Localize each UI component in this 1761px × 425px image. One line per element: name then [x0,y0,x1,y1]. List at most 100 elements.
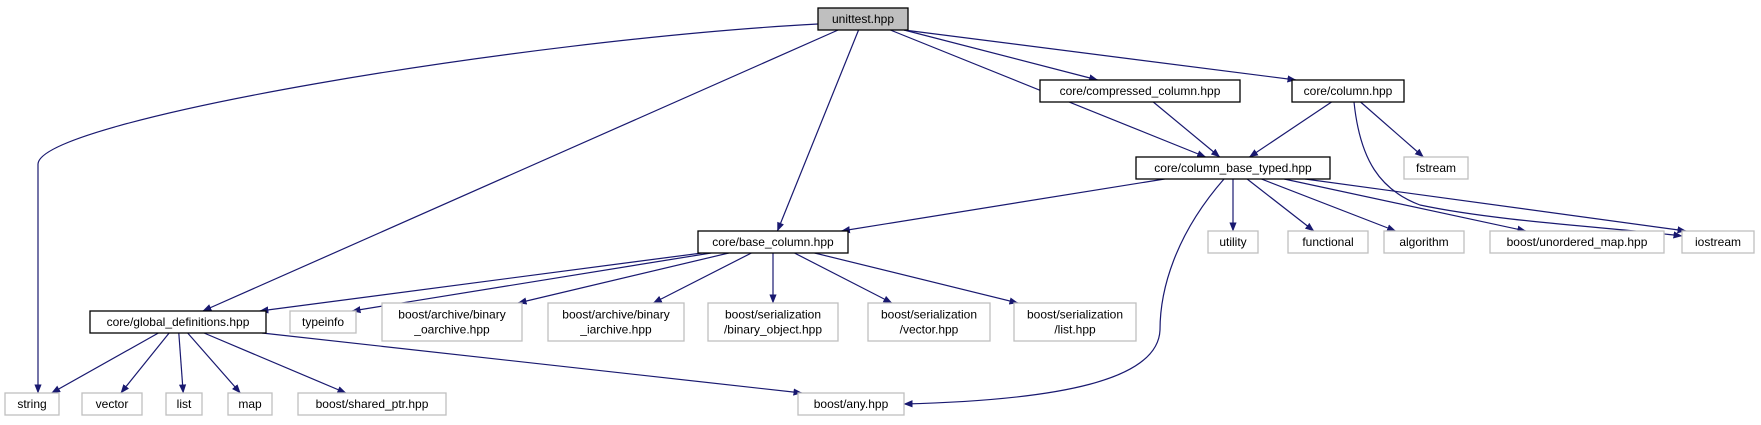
node-label-any: boost/any.hpp [814,397,889,411]
node-box-umap [1489,230,1665,254]
node-label-binobj-line1: boost/serialization [725,308,821,322]
node-algorithm: algorithm [1383,230,1465,254]
node-any: boost/any.hpp [797,392,905,416]
edge-cbt-to-umap [1284,178,1527,233]
node-label-oarchive-line2: _oarchive.hpp [413,323,490,337]
node-box-servec [867,302,991,342]
node-label-basecol: core/base_column.hpp [712,235,834,249]
node-iostream: iostream [1681,230,1755,254]
node-box-iarchive [547,302,685,342]
node-label-sharedptr: boost/shared_ptr.hpp [316,397,429,411]
node-box-unittest [817,7,909,31]
edge-globaldef-to-any [261,332,803,396]
node-compressed[interactable]: core/compressed_column.hpp [1039,79,1241,103]
node-label-servec-line2: /vector.hpp [900,323,959,337]
node-string: string [4,392,60,416]
edge-basecol-to-oarchive [517,252,730,305]
node-box-sharedptr [297,392,447,416]
node-label-compressed: core/compressed_column.hpp [1060,84,1221,98]
node-vector: vector [81,392,143,416]
edge-basecol-to-iarchive [652,252,752,304]
node-column[interactable]: core/column.hpp [1291,79,1405,103]
node-box-functional [1287,230,1369,254]
node-box-column [1291,79,1405,103]
node-box-basecol [697,230,849,254]
node-box-oarchive [381,302,523,342]
node-unittest[interactable]: unittest.hpp [817,7,909,31]
node-box-compressed [1039,79,1241,103]
edge-globaldef-to-map [187,332,241,394]
node-label-column: core/column.hpp [1304,84,1393,98]
node-label-iarchive-line1: boost/archive/binary [562,308,669,322]
node-label-string: string [17,397,46,411]
node-iarchive: boost/archive/binary_iarchive.hpp [547,302,685,342]
node-globaldef[interactable]: core/global_definitions.hpp [89,310,267,334]
node-box-binobj [707,302,839,342]
node-label-globaldef: core/global_definitions.hpp [107,315,250,329]
edge-globaldef-to-list [178,332,187,394]
node-box-vector [81,392,143,416]
node-fstream: fstream [1403,156,1469,180]
edges-layer [34,23,1687,408]
node-sharedptr: boost/shared_ptr.hpp [297,392,447,416]
node-umap: boost/unordered_map.hpp [1489,230,1665,254]
edge-globaldef-to-sharedptr [203,332,347,394]
node-label-vector: vector [96,397,129,411]
node-box-fstream [1403,156,1469,180]
edge-basecol-to-typeinfo [351,252,712,314]
edge-globaldef-to-string [51,332,159,394]
node-label-cbt: core/column_base_typed.hpp [1154,161,1312,175]
node-map: map [227,392,273,416]
node-box-algorithm [1383,230,1465,254]
node-box-globaldef [89,310,267,334]
edge-basecol-to-servec [794,252,893,304]
edge-column-to-iostream [1353,101,1683,239]
edge-unittest-to-compressed [903,29,1099,82]
node-binobj: boost/serialization/binary_object.hpp [707,302,839,342]
node-box-any [797,392,905,416]
edge-unittest-to-string [34,23,819,394]
node-label-serlist-line2: /list.hpp [1054,323,1096,337]
node-box-iostream [1681,230,1755,254]
node-label-serlist-line1: boost/serialization [1027,308,1123,322]
edge-globaldef-to-vector [120,332,170,394]
node-box-serlist [1013,302,1137,342]
edge-basecol-to-serlist [814,252,1019,305]
edge-cbt-to-basecol [840,178,1165,234]
node-label-typeinfo: typeinfo [302,315,344,329]
node-box-utility [1207,230,1259,254]
node-label-servec-line1: boost/serialization [881,308,977,322]
node-label-iostream: iostream [1695,235,1741,249]
node-basecol[interactable]: core/base_column.hpp [697,230,849,254]
edge-cbt-to-functional [1246,178,1315,232]
node-box-typeinfo [289,310,357,334]
node-box-string [4,392,60,416]
edge-basecol-to-globaldef [259,252,703,314]
node-list: list [165,392,203,416]
node-label-iarchive-line2: _iarchive.hpp [579,323,652,337]
node-utility: utility [1207,230,1259,254]
node-oarchive: boost/archive/binary_oarchive.hpp [381,302,523,342]
edge-unittest-to-basecol [776,29,860,232]
node-label-map: map [238,397,262,411]
node-label-umap: boost/unordered_map.hpp [1507,235,1648,249]
node-box-map [227,392,273,416]
edge-unittest-to-column [903,29,1297,83]
edge-column-to-fstream [1360,101,1424,158]
edge-compressed-to-cbt [1152,101,1221,158]
node-box-list [165,392,203,416]
edge-column-to-cbt [1249,101,1332,158]
node-label-utility: utility [1219,235,1246,249]
edge-cbt-to-algorithm [1261,178,1397,232]
edge-cbt-to-any [903,178,1225,408]
node-label-fstream: fstream [1416,161,1456,175]
node-label-list: list [177,397,192,411]
edge-unittest-to-globaldef [202,29,839,312]
node-serlist: boost/serialization/list.hpp [1013,302,1137,342]
node-cbt[interactable]: core/column_base_typed.hpp [1135,156,1331,180]
node-typeinfo: typeinfo [289,310,357,334]
node-label-binobj-line2: /binary_object.hpp [724,323,822,337]
edge-cbt-to-iostream [1305,178,1687,234]
